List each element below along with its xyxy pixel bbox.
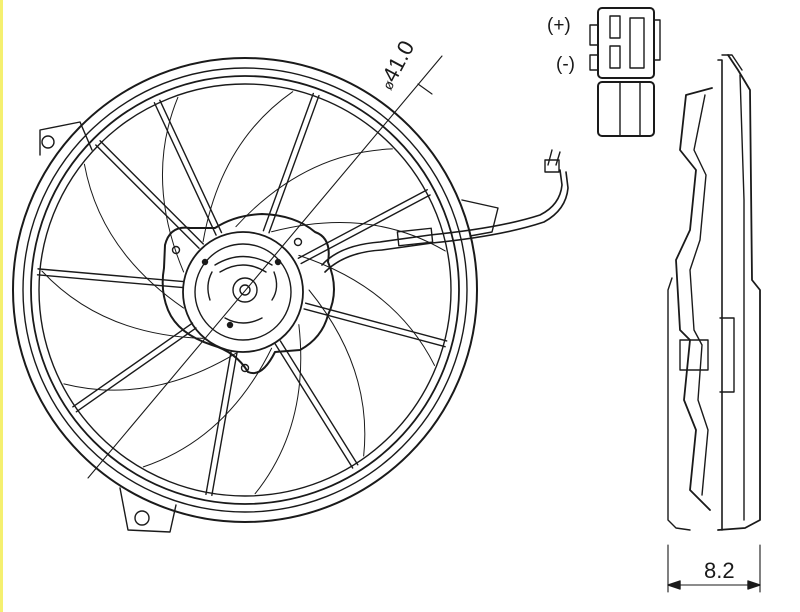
shroud-outer-ring	[12, 57, 478, 523]
fan-blade-edge	[202, 91, 294, 243]
page-edge-accent	[0, 0, 3, 612]
support-strut	[211, 350, 238, 497]
support-strut	[36, 274, 184, 289]
motor-hub	[232, 277, 258, 303]
mounting-tab-right	[461, 199, 499, 237]
connector-negative-label: (-)	[556, 54, 575, 75]
connector-positive-label: (+)	[547, 15, 571, 36]
support-strut	[300, 194, 431, 265]
mounting-tab-bottom	[119, 487, 177, 533]
shroud-ring-3	[30, 75, 460, 505]
side-frame-right	[717, 54, 761, 531]
support-strut	[159, 99, 223, 234]
motor-housing-outline	[161, 213, 335, 374]
fan-blade-edge	[235, 148, 393, 228]
side-blade-profile	[675, 87, 713, 511]
support-strut	[268, 94, 320, 234]
connector-body	[597, 81, 655, 137]
support-strut	[75, 327, 197, 413]
fan-blade-edge	[298, 254, 436, 366]
support-strut	[303, 308, 446, 348]
shroud-ring-2	[22, 67, 468, 513]
motor-shaft	[239, 284, 251, 296]
motor-ring-inner	[194, 243, 292, 341]
depth-dimension-label: 8.2	[704, 558, 735, 583]
motor-ring-outer	[182, 231, 304, 353]
support-strut	[304, 302, 448, 342]
side-motor-block	[679, 339, 709, 371]
fan-blades	[41, 91, 446, 495]
support-strut	[72, 322, 194, 408]
fan-blade-edge	[162, 96, 185, 273]
fan-blade-edge	[308, 289, 366, 457]
support-strut	[279, 340, 359, 466]
support-strut	[37, 268, 185, 283]
shroud-inner-ring	[38, 83, 452, 497]
fan-blade-edge	[63, 352, 237, 391]
fan-blade-edge	[254, 324, 302, 495]
support-strut	[262, 92, 315, 232]
fan-blade-edge	[142, 347, 273, 468]
support-strut	[274, 343, 354, 469]
connector-plug	[597, 7, 655, 79]
support-strut	[153, 102, 217, 236]
fan-blade-edge	[41, 270, 204, 339]
fan-front-view	[12, 55, 569, 533]
fan-blade-edge	[271, 222, 446, 252]
fan-blade-edge	[83, 163, 185, 309]
diameter-dimension-line	[87, 55, 443, 479]
connector-detail	[589, 7, 661, 137]
support-strut	[95, 144, 200, 249]
cable-harness	[321, 169, 563, 266]
fan-side-view	[667, 54, 761, 593]
cable-connector	[396, 227, 434, 247]
